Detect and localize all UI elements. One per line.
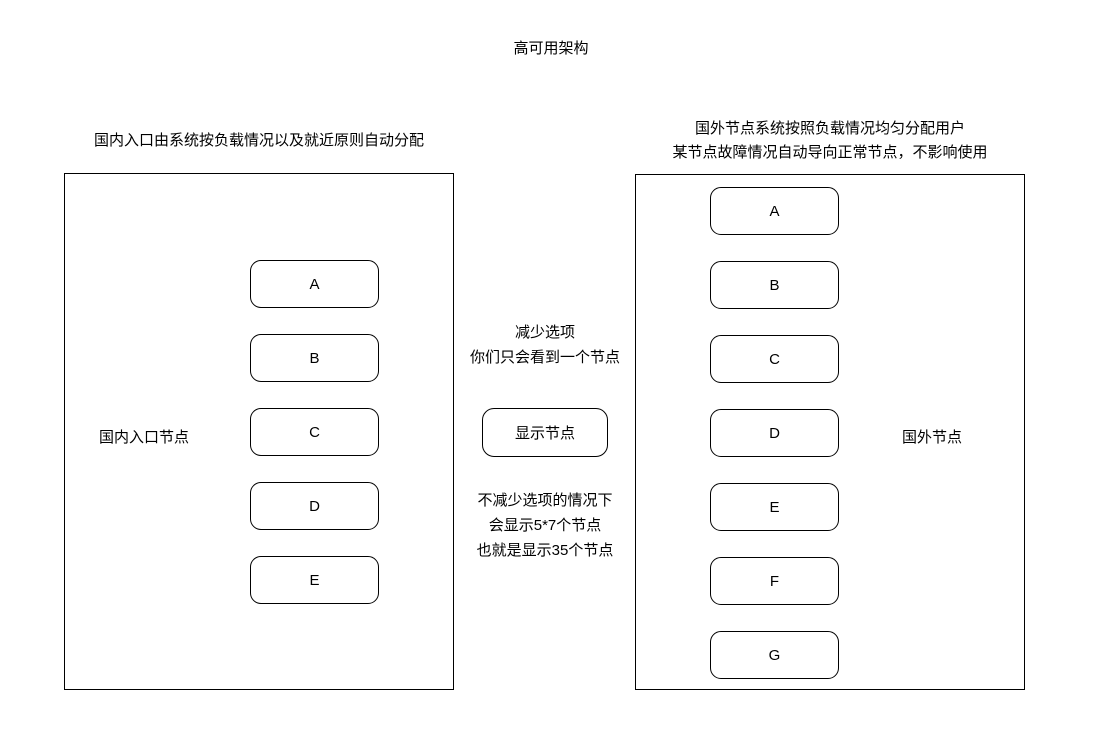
right-node-A: A: [710, 187, 839, 235]
middle-note-bottom: 不减少选项的情况下 会显示5*7个节点 也就是显示35个节点: [420, 488, 670, 563]
right-panel-heading-line-2: 某节点故障情况自动导向正常节点，不影响使用: [672, 144, 988, 161]
display-node-box: 显示节点: [482, 408, 608, 457]
right-panel-box: A B C D E F G: [635, 174, 1025, 690]
right-panel-heading-line-1: 国外节点系统按照负载情况均匀分配用户: [694, 120, 965, 137]
middle-note-bottom-line-3: 也就是显示35个节点: [476, 542, 614, 559]
middle-note-bottom-line-1: 不减少选项的情况下: [477, 492, 613, 509]
right-panel-label: 国外节点: [902, 429, 963, 446]
middle-note-top: 减少选项 你们只会看到一个节点: [420, 320, 670, 370]
diagram-title: 高可用架构: [513, 40, 589, 57]
left-node-D: D: [250, 482, 379, 530]
right-node-C: C: [710, 335, 839, 383]
left-node-B: B: [250, 334, 379, 382]
middle-note-bottom-line-2: 会显示5*7个节点: [488, 517, 602, 534]
left-panel-box: A B C D E: [64, 173, 454, 690]
right-node-F: F: [710, 557, 839, 605]
left-node-A: A: [250, 260, 379, 308]
right-node-G: G: [710, 631, 839, 679]
left-panel-label: 国内入口节点: [99, 429, 190, 446]
left-node-C: C: [250, 408, 379, 456]
right-node-D: D: [710, 409, 839, 457]
right-node-E: E: [710, 483, 839, 531]
middle-note-top-line-1: 减少选项: [514, 324, 575, 341]
left-panel-heading: 国内入口由系统按负载情况以及就近原则自动分配: [93, 132, 424, 149]
right-node-B: B: [710, 261, 839, 309]
middle-note-top-line-2: 你们只会看到一个节点: [469, 349, 620, 366]
right-panel-heading: 国外节点系统按照负载情况均匀分配用户 某节点故障情况自动导向正常节点，不影响使用: [615, 117, 1045, 165]
left-node-E: E: [250, 556, 379, 604]
